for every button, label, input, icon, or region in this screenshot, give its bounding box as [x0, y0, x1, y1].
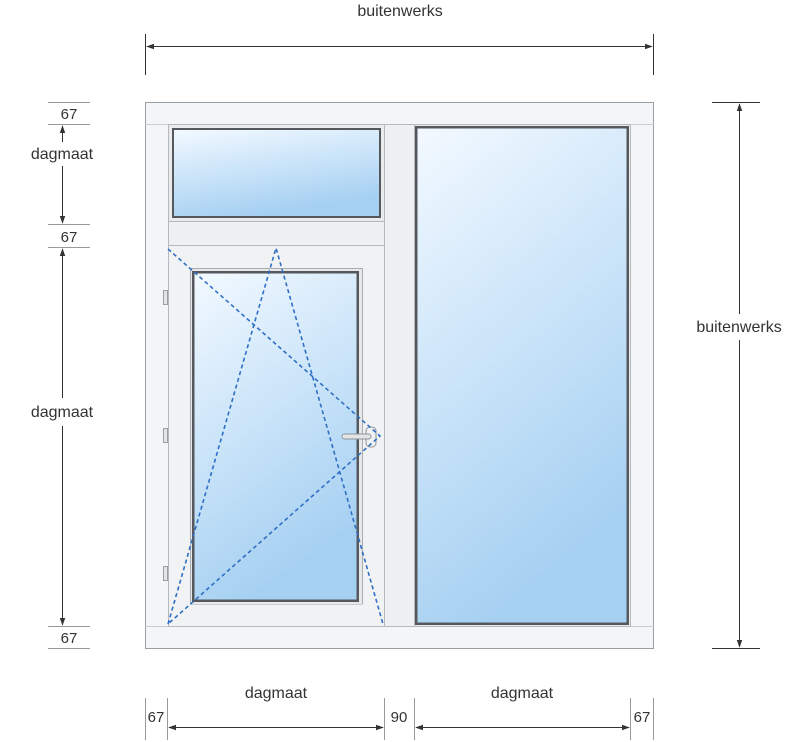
- tilt-indicator-line: [167, 245, 384, 625]
- label-bottom-left-frame: 67: [148, 709, 165, 726]
- hinge-bottom: [163, 566, 168, 581]
- label-bottom-left-daylight: dagmaat: [245, 685, 308, 702]
- label-left-bottom-daylight: dagmaat: [31, 404, 94, 421]
- label-right-height: buitenwerks: [696, 319, 781, 336]
- dimension-left: [48, 102, 90, 649]
- right-fixed-pane: [414, 124, 631, 627]
- dimension-right-height: [712, 102, 760, 649]
- label-left-top-frame: 67: [61, 106, 78, 123]
- label-top-width: buitenwerks: [357, 3, 442, 20]
- dimension-top-width: [145, 34, 654, 75]
- label-left-transom: 67: [61, 229, 78, 246]
- top-fixed-pane: [168, 124, 385, 222]
- turn-indicator-line: [167, 248, 382, 625]
- label-left-top-daylight: dagmaat: [31, 146, 94, 163]
- mullion: [384, 124, 415, 627]
- sash-glass: [194, 273, 357, 600]
- opening-indicator: [167, 245, 384, 625]
- label-bottom-right-daylight: dagmaat: [491, 685, 554, 702]
- label-left-bottom-frame: 67: [61, 630, 78, 647]
- hinge-middle: [163, 428, 168, 443]
- hinge-top: [163, 290, 168, 305]
- tilt-turn-sash: [163, 245, 385, 627]
- dimension-bottom: [145, 698, 654, 740]
- label-bottom-right-frame: 67: [634, 709, 651, 726]
- label-bottom-mullion: 90: [391, 709, 408, 726]
- transom: [168, 221, 385, 246]
